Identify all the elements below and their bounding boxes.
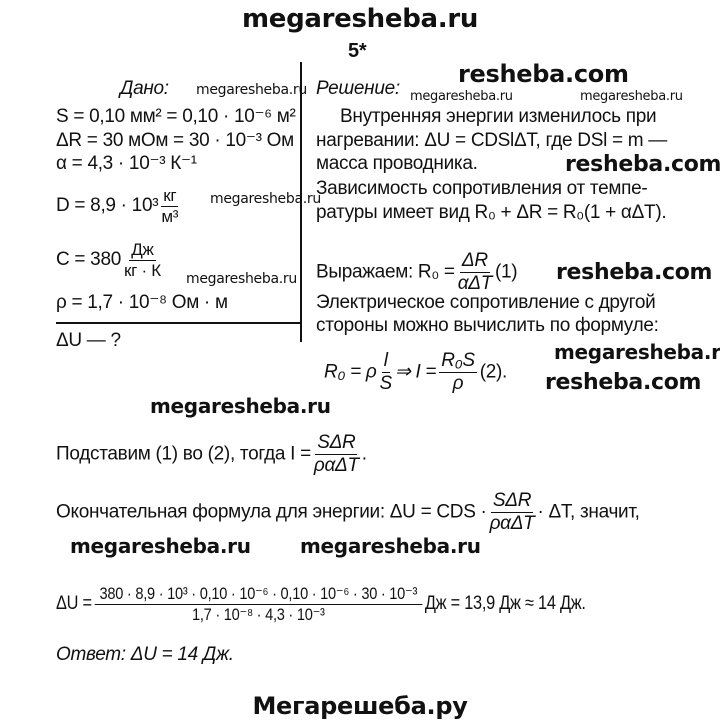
c-value: C = 380 bbox=[56, 249, 121, 271]
calculation: ΔU =380 · 8,9 · 10³ · 0,10 · 10⁻⁶ · 0,10… bbox=[56, 584, 586, 624]
text: (2). bbox=[479, 361, 508, 383]
watermark: megaresheba.ru bbox=[554, 340, 720, 364]
watermark: resheba.com bbox=[556, 260, 713, 285]
solution-title: Решение: bbox=[316, 78, 400, 99]
text: · ΔT, значит, bbox=[537, 501, 640, 523]
text: ⇒ I = bbox=[394, 361, 437, 383]
divider-vertical bbox=[300, 62, 302, 342]
text: ΔU = bbox=[56, 593, 92, 615]
watermark: megaresheba.ru bbox=[186, 271, 297, 287]
watermark: megaresheba.ru bbox=[580, 89, 683, 104]
watermark: resheba.com bbox=[458, 60, 629, 88]
c-unit-num: Дж bbox=[129, 240, 156, 261]
frac-num: R₀S bbox=[439, 350, 477, 373]
watermark: megaresheba.ru bbox=[300, 534, 481, 558]
solution-line: Внутренняя энергии изменилось при bbox=[340, 106, 657, 127]
given-title: Дано: bbox=[120, 78, 169, 99]
solution-line: ратуры имеет вид R₀ + ΔR = R₀(1 + αΔT). bbox=[316, 202, 667, 223]
frac-den: αΔT bbox=[457, 272, 493, 294]
frac-num: SΔR bbox=[490, 490, 534, 513]
frac-den: S bbox=[379, 372, 392, 394]
text: Дж = 13,9 Дж ≈ 14 Дж. bbox=[424, 593, 586, 615]
text: Окончательная формула для энергии: ΔU = … bbox=[56, 501, 487, 523]
watermark: megaresheba.ru bbox=[196, 82, 307, 98]
find: ΔU — ? bbox=[56, 330, 121, 351]
answer: Ответ: ΔU = 14 Дж. bbox=[56, 644, 234, 665]
density-value: D = 8,9 · 10³ bbox=[56, 195, 159, 217]
text: R₀ = ρ bbox=[324, 361, 377, 383]
watermark: resheba.com bbox=[565, 152, 720, 177]
solution-line: Электрическое сопротивление с другой bbox=[316, 292, 656, 313]
problem-number: 5* bbox=[348, 40, 367, 62]
frac-den: ραΔT bbox=[489, 512, 535, 534]
given-s: S = 0,10 мм² = 0,10 · 10⁻⁶ м² bbox=[56, 106, 296, 127]
text: . bbox=[361, 443, 367, 465]
site-footer: Мегарешеба.ру bbox=[252, 692, 468, 720]
text: Подставим (1) во (2), тогда I = bbox=[56, 443, 311, 465]
frac-num: ΔR bbox=[459, 250, 490, 273]
frac-den: 1,7 · 10⁻⁸ · 4,3 · 10⁻³ bbox=[191, 604, 325, 624]
divider-horizontal bbox=[56, 322, 300, 324]
frac-den: ρ bbox=[452, 372, 464, 394]
final-formula: Окончательная формула для энергии: ΔU = … bbox=[56, 490, 640, 535]
solution-line: масса проводника. bbox=[316, 153, 478, 174]
given-rho: ρ = 1,7 · 10⁻⁸ Ом · м bbox=[56, 292, 228, 313]
site-header: megaresheba.ru bbox=[241, 4, 479, 34]
solution-line: нагревании: ΔU = CDSlΔT, где DSl = m — bbox=[316, 130, 667, 151]
density-unit-num: кг bbox=[161, 186, 179, 207]
density-unit-den: м³ bbox=[161, 206, 179, 226]
watermark: megaresheba.ru bbox=[70, 534, 251, 558]
watermark: megaresheba.ru bbox=[210, 191, 321, 207]
given-dr: ΔR = 30 мОм = 30 · 10⁻³ Ом bbox=[56, 130, 294, 151]
solution-line: стороны можно вычислить по формуле: bbox=[316, 315, 659, 336]
text: Выражаем: R₀ = bbox=[316, 261, 455, 283]
frac-num: 380 · 8,9 · 10³ · 0,10 · 10⁻⁶ · 0,10 · 1… bbox=[94, 584, 423, 605]
frac-num: l bbox=[381, 350, 390, 373]
frac-den: ραΔT bbox=[313, 454, 359, 476]
solution-line: Зависимость сопротивления от темпе- bbox=[316, 178, 648, 199]
watermark: megaresheba.ru bbox=[410, 89, 513, 104]
given-alpha: α = 4,3 · 10⁻³ К⁻¹ bbox=[56, 153, 197, 174]
watermark: resheba.com bbox=[545, 370, 702, 395]
watermark: megaresheba.ru bbox=[150, 394, 331, 418]
frac-num: SΔR bbox=[315, 432, 358, 455]
c-unit-den: кг · К bbox=[123, 260, 161, 280]
text: (1) bbox=[495, 261, 518, 283]
